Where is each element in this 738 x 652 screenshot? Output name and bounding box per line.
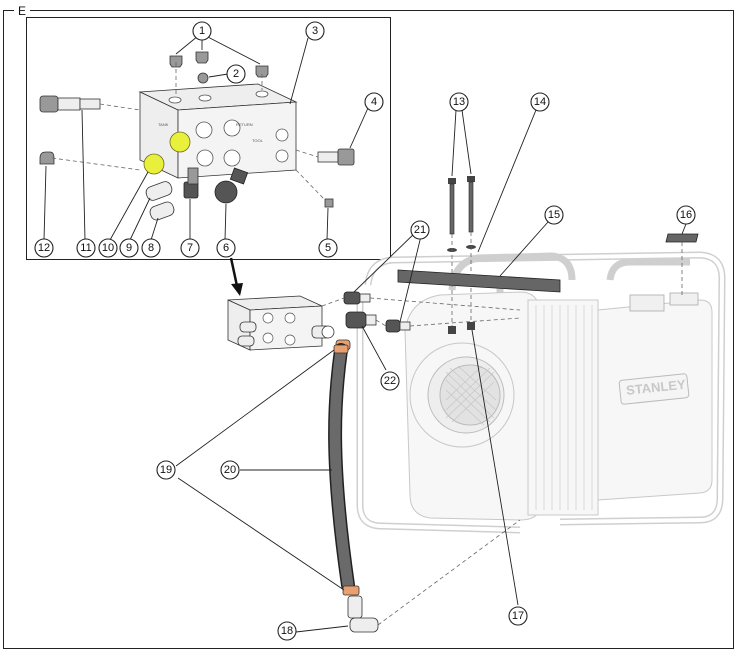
svg-text:13: 13: [453, 96, 465, 108]
callout-6: 6: [216, 238, 236, 258]
svg-text:7: 7: [187, 242, 193, 254]
svg-text:1: 1: [199, 25, 205, 37]
nuts-part-17: [448, 322, 475, 334]
clamp-part-19-bottom: [342, 585, 360, 596]
svg-text:10: 10: [102, 242, 114, 254]
callout-2: 2: [226, 64, 246, 84]
power-unit: STANLEY: [356, 251, 726, 534]
callout-4: 4: [364, 92, 384, 112]
assembly-dash-lines: [321, 232, 683, 626]
callout-11: 11: [76, 238, 96, 258]
main-leader-lines: [175, 109, 687, 633]
valve-block-detail: TANK RETURN TOOL: [39, 51, 355, 221]
brand-label: STANLEY: [625, 377, 686, 398]
callout-7: 7: [180, 238, 200, 258]
callout-9: 9: [119, 238, 139, 258]
callout-18: 18: [277, 621, 297, 641]
callout-13: 13: [449, 92, 469, 112]
highlighted-fitting-part-10: [143, 131, 191, 175]
plug-part-5: [324, 198, 334, 208]
callout-16: 16: [676, 205, 696, 225]
fitting-part-9: [145, 181, 173, 201]
callout-5: 5: [318, 238, 338, 258]
inset-leader-lines: [43, 35, 369, 241]
relief-valve-part-4: [317, 148, 355, 166]
ball-part-2: [197, 72, 209, 84]
callout-17: 17: [508, 606, 528, 626]
callout-20: 20: [220, 460, 240, 480]
svg-text:TOOL: TOOL: [252, 138, 264, 143]
hose-part-20: [328, 343, 355, 592]
svg-text:15: 15: [548, 209, 560, 221]
callout-21: 21: [410, 220, 430, 240]
strap-part-15: [397, 269, 561, 293]
detail-arrow: [229, 257, 243, 296]
svg-text:16: 16: [680, 209, 692, 221]
svg-text:8: 8: [148, 242, 154, 254]
main-valve-block: [227, 295, 351, 351]
svg-text:20: 20: [224, 464, 236, 476]
callout-10: 10: [98, 238, 118, 258]
svg-text:14: 14: [534, 96, 546, 108]
fitting-part-22: [345, 311, 377, 329]
outer-border: [3, 10, 734, 649]
svg-text:18: 18: [281, 625, 293, 637]
svg-text:RETURN: RETURN: [236, 122, 253, 127]
svg-text:4: 4: [371, 96, 377, 108]
svg-text:2: 2: [233, 68, 239, 80]
callout-15: 15: [544, 205, 564, 225]
svg-text:17: 17: [512, 610, 524, 622]
callout-19: 19: [156, 460, 176, 480]
callout-1: 1: [192, 21, 212, 41]
callout-3: 3: [305, 21, 325, 41]
svg-text:11: 11: [80, 242, 91, 254]
svg-text:12: 12: [38, 242, 50, 254]
coupler-part-11: [39, 95, 101, 113]
svg-text:9: 9: [126, 242, 132, 254]
clamp-part-19-top: [333, 344, 349, 354]
callout-22: 22: [380, 371, 400, 391]
cap-part-6: [214, 167, 249, 204]
fitting-part-8: [149, 201, 175, 221]
fitting-part-7: [183, 167, 199, 199]
svg-text:5: 5: [325, 242, 331, 254]
elbow-part-18: [347, 595, 379, 633]
svg-text:21: 21: [414, 224, 426, 236]
bolts-part-13: [447, 176, 476, 252]
callout-8: 8: [141, 238, 161, 258]
svg-text:TANK: TANK: [158, 122, 169, 127]
callout-12: 12: [34, 238, 54, 258]
svg-text:22: 22: [384, 375, 396, 387]
callout-14: 14: [530, 92, 550, 112]
section-label-bg: [14, 4, 30, 18]
cap-part-12: [39, 151, 55, 165]
plug-part-1: [169, 51, 269, 78]
svg-text:6: 6: [223, 242, 229, 254]
plate-part-16: [665, 233, 699, 243]
svg-text:3: 3: [312, 25, 318, 37]
svg-text:19: 19: [160, 464, 172, 476]
section-label: E: [18, 4, 26, 18]
